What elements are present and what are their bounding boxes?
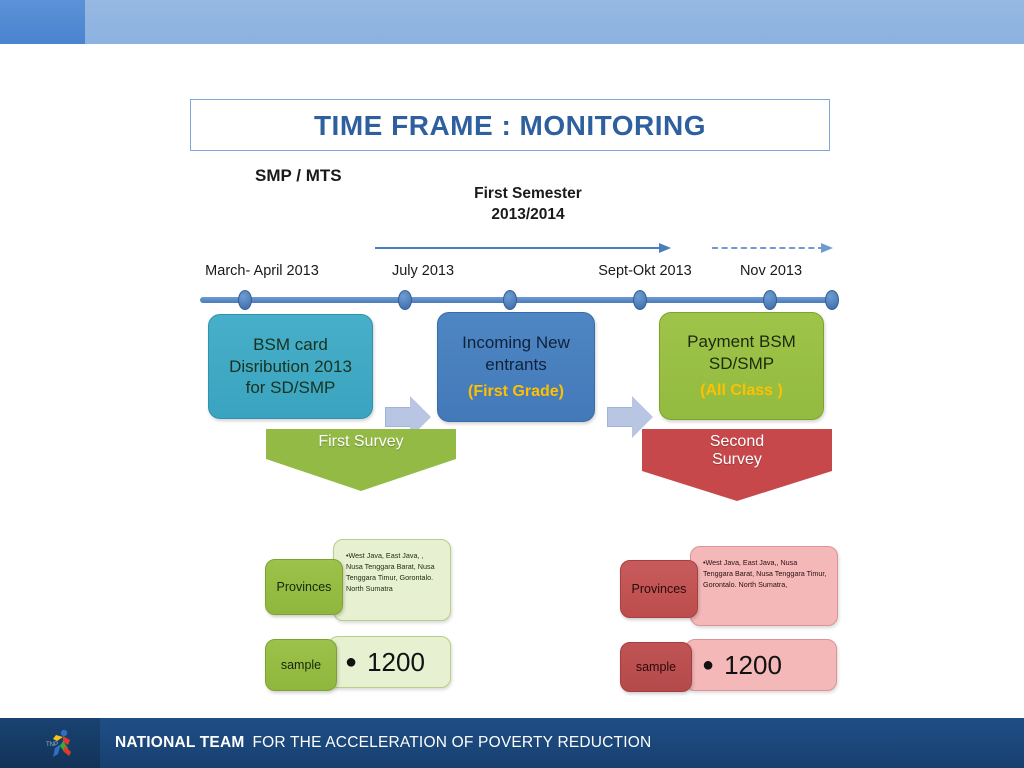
survey-label: First Survey — [318, 433, 404, 450]
sample-value-red: ● 1200 — [685, 639, 837, 691]
sample-number: 1200 — [724, 649, 782, 680]
timeline-axis — [200, 290, 839, 310]
survey-arrow-body — [266, 429, 456, 459]
arrow-shaft — [375, 247, 663, 249]
slide-title-box: TIME FRAME : MONITORING — [190, 99, 830, 151]
footer-bar — [0, 718, 1024, 768]
timeline-label-3: Nov 2013 — [739, 263, 803, 279]
sample-value-green: ● 1200 — [328, 636, 451, 688]
semester-continuation-arrow — [712, 243, 837, 253]
provinces-value-green: •West Java, East Java, , Nusa Tenggara B… — [333, 539, 451, 621]
sample-tag-red: sample — [620, 642, 692, 692]
timeline-labels: March- April 2013 July 2013 Sept-Okt 2013 N… — [0, 263, 1024, 285]
process-subtitle: (First Grade) — [467, 382, 564, 400]
top-decorative-bar — [0, 0, 1024, 44]
bullet-icon: ● — [702, 654, 715, 676]
process-box-incoming-new-entrants[interactable]: Incoming New entrants (First Grade) — [437, 312, 595, 422]
provinces-value-red: •West Java, East Java,, Nusa Tenggara Ba… — [690, 546, 838, 626]
connector-body — [385, 407, 411, 427]
timeline-dot-1 — [398, 290, 412, 310]
timeline-line — [200, 297, 835, 303]
bullet-icon: ● — [345, 651, 358, 673]
top-bar-light-block — [85, 0, 1024, 44]
process-line: entrants — [485, 354, 547, 374]
process-box-bsm-card[interactable]: BSM card Disribution 2013 for SD/SMP — [208, 314, 373, 419]
survey-arrow-body — [642, 429, 832, 471]
footer-tagline: FOR THE ACCELERATION OF POVERTY REDUCTIO… — [252, 734, 652, 751]
process-box-payment-bsm[interactable]: Payment BSM SD/SMP (All Class ) — [659, 312, 824, 420]
arrow-head-icon — [659, 243, 671, 253]
footer-logo-panel — [0, 718, 100, 768]
semester-line-2: 2013/2014 — [491, 205, 565, 223]
provinces-tag-red: Provinces — [620, 560, 698, 618]
process-line: Payment BSM — [687, 332, 796, 352]
timeline-dot-3 — [633, 290, 647, 310]
slide-canvas: TIME FRAME : MONITORING SMP / MTS First … — [0, 44, 1024, 714]
timeline-dot-0 — [238, 290, 252, 310]
arrow-head-icon — [821, 243, 833, 253]
provinces-tag-green: Provinces — [265, 559, 343, 615]
semester-caption: First Semester 2013/2014 — [418, 184, 638, 226]
page-title: TIME FRAME : MONITORING — [313, 110, 707, 141]
process-line: Incoming New — [462, 333, 570, 353]
timeline-dot-2 — [503, 290, 517, 310]
education-level-label: SMP / MTS — [255, 166, 342, 185]
svg-text:TNP: TNP — [46, 742, 58, 748]
process-connector-arrow-icon — [607, 396, 653, 438]
semester-span-arrow — [375, 243, 675, 253]
connector-tip — [632, 396, 653, 438]
connector-body — [607, 407, 633, 427]
process-line: for SD/SMP — [245, 378, 336, 398]
semester-line-1: First Semester — [474, 185, 582, 202]
arrow-shaft-dashed — [712, 247, 824, 249]
tnp2k-logo-icon: TNP — [44, 726, 80, 762]
timeline-label-1: July 2013 — [391, 263, 455, 279]
survey-arrow-tip-icon — [266, 459, 456, 491]
survey-arrow-first: First Survey — [266, 429, 456, 491]
timeline-label-0: March- April 2013 — [205, 263, 319, 279]
process-line: Disribution 2013 — [229, 356, 352, 376]
sample-number: 1200 — [367, 646, 425, 677]
survey-arrow-tip-icon — [642, 471, 832, 501]
footer-brand: NATIONAL TEAM — [115, 734, 245, 751]
timeline-dot-4 — [763, 290, 777, 310]
timeline-dot-5 — [825, 290, 839, 310]
connector-tip — [410, 396, 431, 438]
footer-text: NATIONAL TEAM FOR THE ACCELERATION OF PO… — [115, 718, 651, 768]
process-line: SD/SMP — [708, 353, 775, 373]
sample-tag-green: sample — [265, 639, 337, 691]
process-line: BSM card — [253, 334, 328, 354]
process-subtitle: (All Class ) — [700, 381, 783, 399]
top-bar-dark-block — [0, 0, 85, 44]
timeline-label-2: Sept-Okt 2013 — [598, 263, 692, 279]
process-connector-arrow-icon — [385, 396, 431, 438]
